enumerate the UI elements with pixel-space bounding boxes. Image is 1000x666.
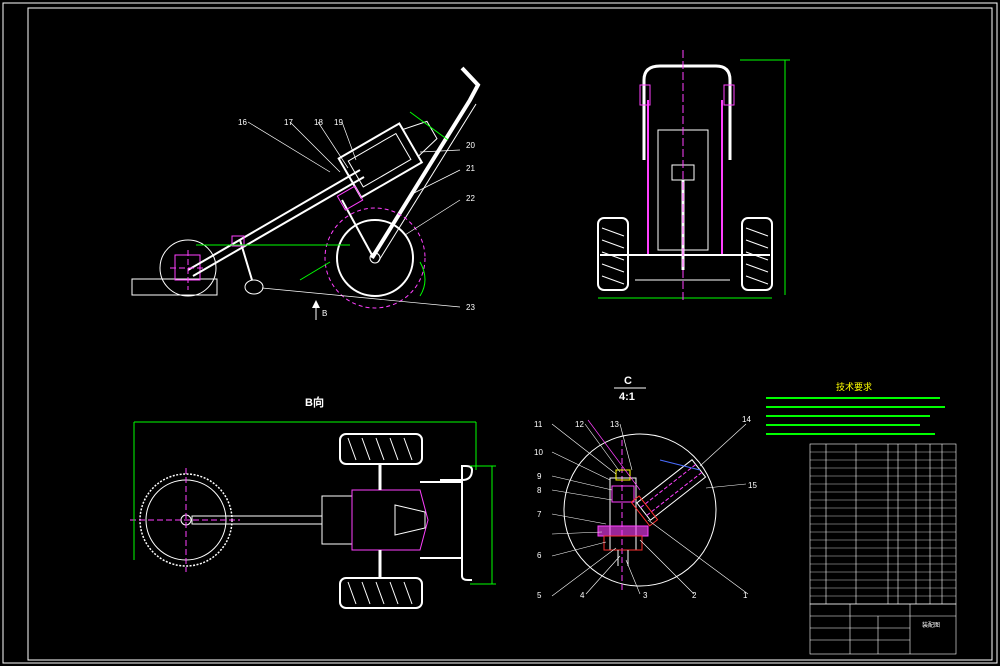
- callout-14: 14: [742, 415, 751, 424]
- view-b: [130, 421, 496, 609]
- handle-tube: [370, 66, 481, 260]
- front-view: [597, 50, 790, 300]
- detail-c: [551, 419, 749, 597]
- callout-9: 9: [537, 472, 542, 481]
- callout-22: 22: [466, 194, 475, 203]
- tech-req-title: 技术要求: [836, 381, 872, 392]
- callout-17: 17: [284, 118, 293, 127]
- callout-20: 20: [466, 141, 475, 150]
- callout-5: 5: [537, 591, 542, 600]
- parts-rows: [810, 451, 956, 597]
- detail-callouts: 11 12 10 9 8 7 6 5 4 3 2 1 13 14 15: [534, 415, 757, 600]
- engine-block: [336, 120, 438, 211]
- title-block-name: 装配图: [922, 621, 940, 629]
- saw-head: [174, 254, 201, 281]
- arrow-b-label: B: [322, 309, 327, 318]
- side-callouts: 16 17 18 19 20 21 22 23 B: [238, 118, 475, 318]
- inner-frame: [27, 7, 993, 661]
- front-right-tire: [741, 217, 773, 291]
- callout-12: 12: [575, 420, 584, 429]
- detail-c-title: C: [624, 375, 632, 387]
- callout-1: 1: [743, 591, 748, 600]
- callout-19: 19: [334, 118, 343, 127]
- callout-2: 2: [692, 591, 697, 600]
- callout-8: 8: [537, 486, 542, 495]
- front-left-tire: [597, 217, 629, 291]
- callout-3: 3: [643, 591, 648, 600]
- callout-7: 7: [537, 510, 542, 519]
- side-view: [131, 66, 481, 320]
- callout-6: 6: [537, 551, 542, 560]
- view-b-title: B向: [305, 395, 324, 409]
- callout-15: 15: [748, 481, 757, 490]
- title-block: [809, 603, 957, 655]
- callout-18: 18: [314, 118, 323, 127]
- big-wheel: [336, 219, 414, 297]
- callout-16: 16: [238, 118, 247, 127]
- callout-10: 10: [534, 448, 543, 457]
- callout-21: 21: [466, 164, 475, 173]
- callout-11: 11: [534, 420, 543, 429]
- callout-13: 13: [610, 420, 619, 429]
- detail-c-scale: 4:1: [619, 391, 635, 403]
- front-saw-circle: [159, 239, 217, 297]
- callout-4: 4: [580, 591, 585, 600]
- callout-23: 23: [466, 303, 475, 312]
- tech-req-lines: [766, 397, 945, 435]
